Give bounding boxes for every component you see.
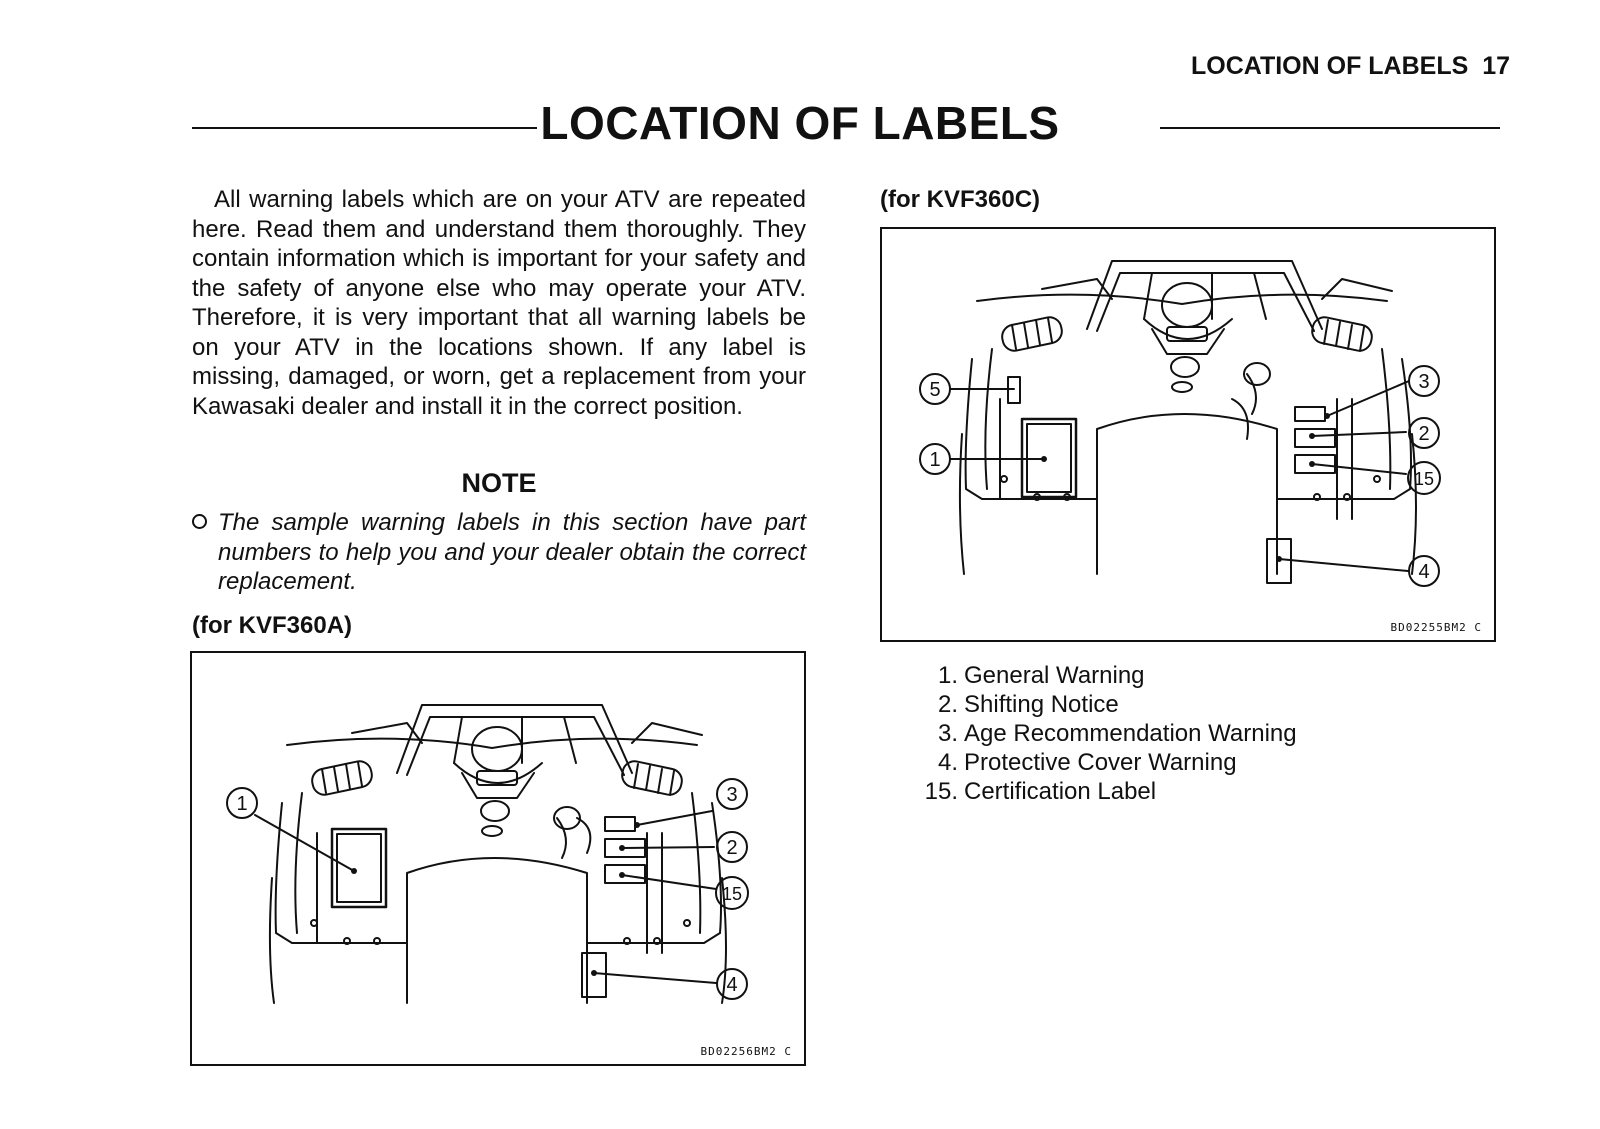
legend-item: 3.Age Recommendation Warning xyxy=(937,720,1297,747)
note-item: The sample warning labels in this sectio… xyxy=(192,508,806,597)
title-rule-left xyxy=(192,127,537,129)
figure-a-code: BD02256BM2 C xyxy=(700,1045,792,1058)
callout-1: 1 xyxy=(236,793,247,815)
callout-1: 1 xyxy=(929,449,940,471)
figure-a-caption: (for KVF360A) xyxy=(192,612,353,639)
callout-4: 4 xyxy=(726,974,737,996)
callout-3: 3 xyxy=(1418,371,1429,393)
callout-15: 15 xyxy=(1414,469,1434,489)
running-header: LOCATION OF LABELS 17 xyxy=(1191,52,1510,81)
callout-2: 2 xyxy=(726,837,737,859)
legend-item: 4.Protective Cover Warning xyxy=(937,749,1237,776)
figure-c-caption: (for KVF360C) xyxy=(880,186,1041,213)
callout-5: 5 xyxy=(929,379,940,401)
circle-bullet-icon xyxy=(192,514,207,529)
legend-item: 2.Shifting Notice xyxy=(937,691,1119,718)
legend-item: 15.Certification Label xyxy=(924,778,1157,805)
page-number: 17 xyxy=(1482,52,1510,80)
figure-kvf360c: 5 1 3 2 15 4 BD02255BM2 C xyxy=(880,227,1496,642)
callout-15: 15 xyxy=(722,884,742,904)
note-heading: NOTE xyxy=(461,468,537,498)
legend-item: 1.General Warning xyxy=(937,662,1145,689)
atv-diagram-c: 5 1 3 2 15 4 xyxy=(919,260,1441,587)
atv-diagram-a: 1 3 2 15 4 xyxy=(226,704,749,1004)
page-title: LOCATION OF LABELS xyxy=(540,97,1060,149)
label-legend: 1.General Warning 2.Shifting Notice 3.Ag… xyxy=(910,661,1297,806)
callout-2: 2 xyxy=(1418,423,1429,445)
figure-kvf360a: 1 3 2 15 4 BD02256BM2 C xyxy=(190,651,806,1066)
figure-c-code: BD02255BM2 C xyxy=(1390,621,1482,634)
intro-text: All warning labels which are on your ATV… xyxy=(192,186,806,420)
title-rule-right xyxy=(1160,127,1500,129)
header-section-title: LOCATION OF LABELS xyxy=(1190,52,1469,80)
callout-4: 4 xyxy=(1418,561,1429,583)
note-text: The sample warning labels in this sectio… xyxy=(218,509,806,595)
intro-paragraph: All warning labels which are on your ATV… xyxy=(192,185,806,421)
callout-3: 3 xyxy=(726,784,737,806)
